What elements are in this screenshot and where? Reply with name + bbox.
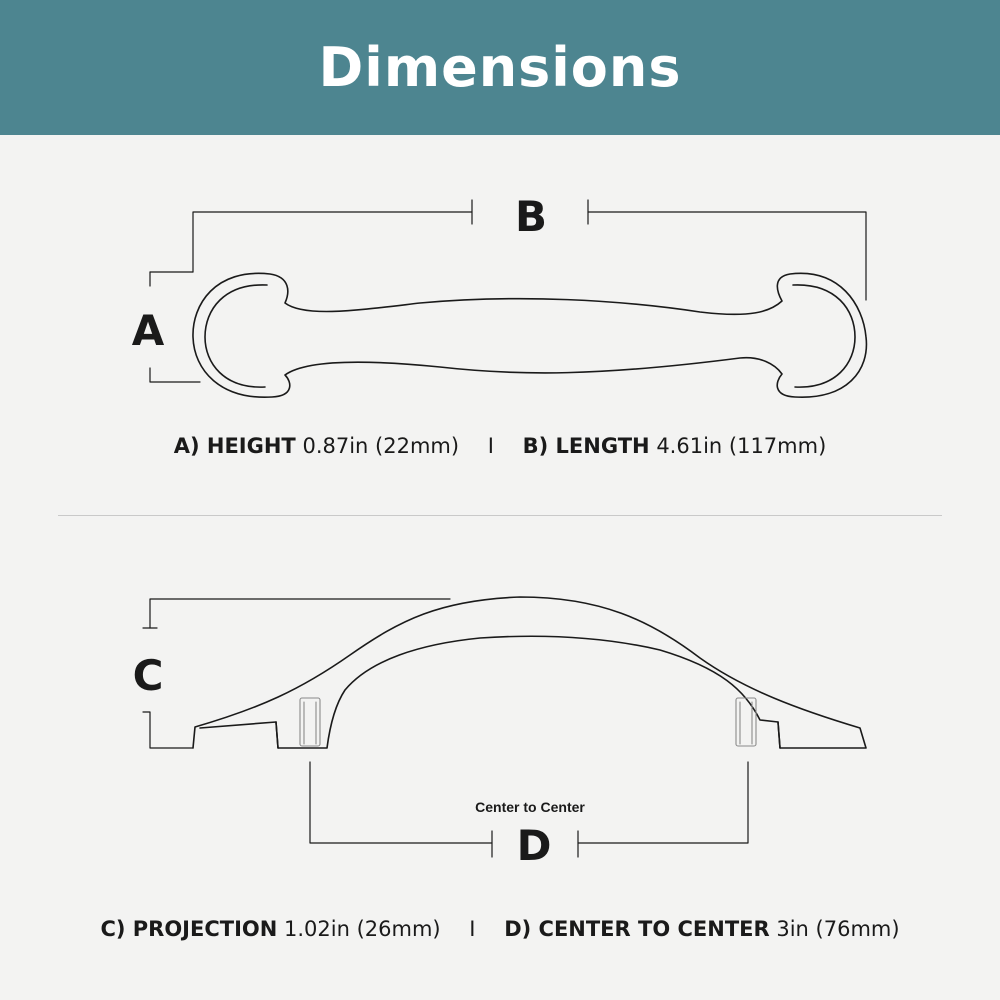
dim-b-right-leader bbox=[587, 211, 867, 301]
center-to-center-key: D) CENTER TO CENTER bbox=[504, 917, 770, 941]
center-to-center-note: Center to Center bbox=[475, 799, 585, 815]
height-value: 0.87in (22mm) bbox=[302, 434, 460, 458]
dim-label-a: A bbox=[132, 306, 165, 355]
screw-hole-left bbox=[299, 697, 321, 747]
projection-value: 1.02in (26mm) bbox=[284, 917, 441, 941]
base-inner-right bbox=[777, 721, 781, 749]
projection-key: C) PROJECTION bbox=[100, 917, 278, 941]
page-title: Dimensions bbox=[318, 36, 682, 99]
handle-top-view-inner-left bbox=[204, 284, 268, 388]
spec-line-bottom: C) PROJECTION 1.02in (26mm) I D) CENTER … bbox=[0, 917, 1000, 941]
spec-separator: I bbox=[469, 917, 476, 941]
header-banner: Dimensions bbox=[0, 0, 1000, 135]
dim-label-b: B bbox=[515, 192, 547, 241]
screw-hole-right bbox=[735, 697, 757, 747]
dim-c-top-leader bbox=[149, 598, 451, 629]
dim-d-left-leader bbox=[309, 761, 493, 844]
center-to-center-value: 3in (76mm) bbox=[776, 917, 900, 941]
handle-top-view-inner-right bbox=[792, 284, 856, 388]
handle-side-view-profile bbox=[192, 596, 867, 749]
dim-c-bottom-leader bbox=[142, 711, 194, 749]
handle-top-view-outer bbox=[192, 272, 868, 398]
length-key: B) LENGTH bbox=[522, 434, 650, 458]
base-inner-left bbox=[275, 721, 279, 749]
spec-line-top: A) HEIGHT 0.87in (22mm) I B) LENGTH 4.61… bbox=[0, 434, 1000, 458]
dim-label-d: D bbox=[517, 821, 552, 870]
dim-a-bottom-leader bbox=[149, 367, 201, 383]
dim-b-left-leader bbox=[192, 211, 473, 273]
dim-label-c: C bbox=[133, 651, 164, 700]
dim-d-right-leader bbox=[577, 761, 749, 844]
spec-separator: I bbox=[487, 434, 494, 458]
height-key: A) HEIGHT bbox=[173, 434, 296, 458]
section-divider bbox=[58, 515, 942, 516]
length-value: 4.61in (117mm) bbox=[656, 434, 827, 458]
